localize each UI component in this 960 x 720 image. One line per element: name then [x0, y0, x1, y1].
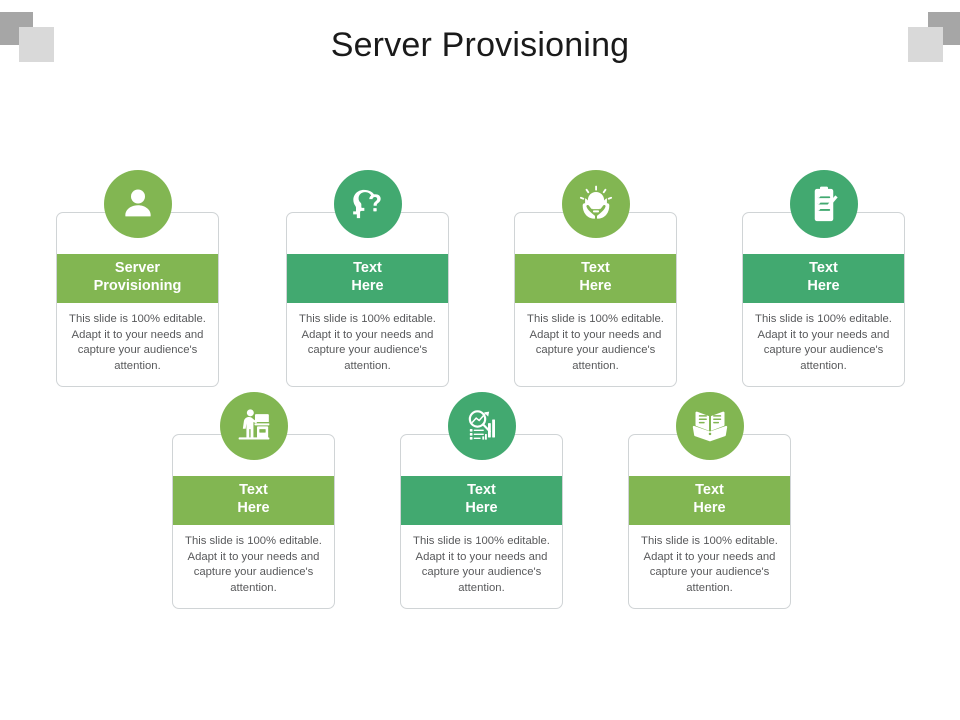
card-body-3: This slide is 100% editable. Adapt it to… [527, 313, 664, 372]
lightbulb-in-hands-icon [561, 170, 630, 238]
card-heading-line1-1: Server [114, 260, 161, 276]
head-question-mark-icon [333, 170, 402, 238]
card-panel-6: Text Here This slide is 100% editable. A… [400, 434, 563, 610]
card-heading-2: Text Here [287, 254, 448, 304]
top-right-light-square [908, 27, 943, 62]
card-heading-line2-2: Here [351, 277, 384, 294]
open-book-icon [675, 392, 744, 460]
card-panel-5: Text Here This slide is 100% editable. A… [172, 434, 335, 610]
card-body-2: This slide is 100% editable. Adapt it to… [299, 313, 436, 372]
card-heading-line1-7: Text [695, 482, 724, 498]
top-left-light-square [19, 27, 54, 62]
card-panel-3: Text Here This slide is 100% editable. A… [514, 212, 677, 388]
card-heading-1: Server Provisioning [57, 254, 218, 304]
page-title: Server Provisioning [330, 26, 630, 64]
card-panel-1: Server Provisioning This slide is 100% e… [56, 212, 219, 388]
card-heading-line2-3: Here [579, 277, 612, 294]
card-body-7: This slide is 100% editable. Adapt it to… [641, 535, 778, 594]
card-heading-4: Text Here [743, 254, 904, 304]
card-heading-line1-3: Text [581, 260, 610, 276]
card-panel-2: Text Here This slide is 100% editable. A… [286, 212, 449, 388]
person-at-desk-icon [219, 392, 288, 460]
card-heading-5: Text Here [173, 476, 334, 526]
card-heading-line2-6: Here [465, 499, 498, 516]
user-avatar-icon [103, 170, 172, 238]
card-body-6: This slide is 100% editable. Adapt it to… [413, 535, 550, 594]
card-heading-line1-4: Text [809, 260, 838, 276]
card-body-5: This slide is 100% editable. Adapt it to… [185, 535, 322, 594]
card-heading-6: Text Here [401, 476, 562, 526]
card-heading-line2-7: Here [693, 499, 726, 516]
card-heading-line2-5: Here [237, 499, 270, 516]
card-heading-line2-4: Here [807, 277, 840, 294]
card-panel-7: Text Here This slide is 100% editable. A… [628, 434, 791, 610]
card-heading-line2-1: Provisioning [93, 277, 182, 294]
card-heading-line1-6: Text [467, 482, 496, 498]
magnifier-bar-chart-icon [447, 392, 516, 460]
card-body-4: This slide is 100% editable. Adapt it to… [755, 313, 892, 372]
clipboard-checklist-icon [789, 170, 858, 238]
card-heading-7: Text Here [629, 476, 790, 526]
card-heading-3: Text Here [515, 254, 676, 304]
card-panel-4: Text Here This slide is 100% editable. A… [742, 212, 905, 388]
card-body-1: This slide is 100% editable. Adapt it to… [69, 313, 206, 372]
card-heading-line1-2: Text [353, 260, 382, 276]
card-heading-line1-5: Text [239, 482, 268, 498]
